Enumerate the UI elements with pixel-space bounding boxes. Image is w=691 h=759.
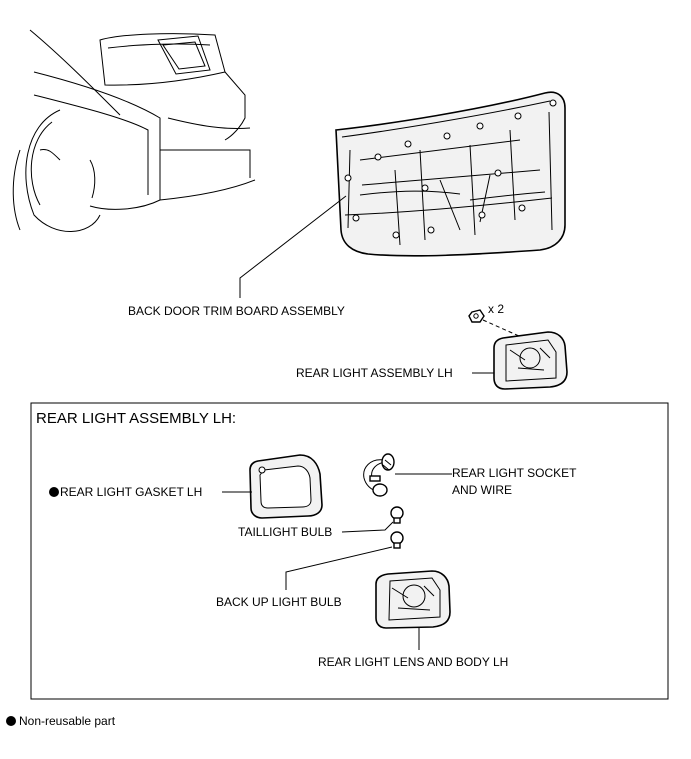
leader-backup-bulb <box>285 546 393 590</box>
rear-light-lens-part <box>375 570 451 629</box>
vehicle-body-outline <box>12 29 256 232</box>
back-door-trim-board <box>335 91 566 257</box>
detail-box-title: REAR LIGHT ASSEMBLY LH: <box>36 410 236 427</box>
label-back-door-trim: BACK DOOR TRIM BOARD ASSEMBLY <box>128 304 345 318</box>
leader-back-door-trim <box>239 195 347 298</box>
leader-nut-to-rear-light <box>482 319 529 341</box>
backup-light-bulb-part <box>390 531 404 549</box>
label-lens-body: REAR LIGHT LENS AND BODY LH <box>318 655 508 669</box>
rear-light-assembly-part <box>493 331 568 390</box>
label-taillight-bulb: TAILLIGHT BULB <box>238 525 332 539</box>
taillight-bulb-part <box>390 506 404 524</box>
label-gasket: REAR LIGHT GASKET LH <box>60 485 202 499</box>
label-socket-line1: REAR LIGHT SOCKET <box>452 466 577 480</box>
detail-box <box>30 402 669 700</box>
legend-text: Non-reusable part <box>19 714 116 728</box>
label-nut-quantity: x 2 <box>488 302 504 316</box>
rear-light-gasket-part <box>249 454 323 519</box>
rear-light-socket-part <box>363 453 395 497</box>
nut-icon <box>468 309 485 323</box>
legend-marker-icon <box>6 716 16 726</box>
label-rear-light-assembly: REAR LIGHT ASSEMBLY LH <box>296 366 453 380</box>
leader-taillight-bulb <box>341 521 394 533</box>
legend: Non-reusable part <box>6 714 116 728</box>
label-socket-line2: AND WIRE <box>452 483 512 497</box>
label-backup-bulb: BACK UP LIGHT BULB <box>216 595 342 609</box>
non-reusable-marker-icon <box>49 487 59 497</box>
